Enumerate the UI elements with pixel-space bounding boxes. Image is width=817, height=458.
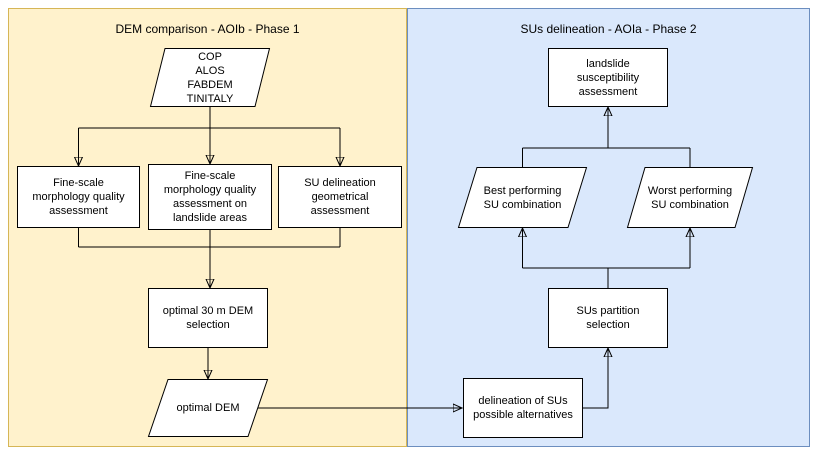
node-label: landslide susceptibility assessment	[576, 57, 640, 98]
panel-phase2-title: SUs delineation - AOIa - Phase 2	[520, 22, 697, 36]
node-label: Fine-scale morphology quality assessment	[32, 177, 125, 217]
node-label: SUs partition selection	[576, 305, 640, 331]
node-label: optimal DEM	[176, 402, 240, 414]
node-su-geometrical: SU delineation geometrical assessment	[278, 166, 402, 228]
node-fine-scale-quality: Fine-scale morphology quality assessment	[17, 166, 140, 228]
node-fine-scale-landslide: Fine-scale morphology quality assessment…	[148, 164, 272, 230]
node-optimal-30m: optimal 30 m DEM selection	[148, 288, 268, 348]
node-label: SU delineation geometrical assessment	[304, 177, 376, 217]
parallelogram-shape	[149, 48, 271, 107]
node-optimal-dem: optimal DEM	[147, 379, 269, 437]
parallelogram-shape	[147, 379, 269, 437]
node-label: COP ALOS FABDEM TINITALY	[186, 50, 234, 105]
node-label: delineation of SUs possible alternatives	[473, 395, 573, 421]
node-label: Best performing SU combination	[483, 184, 562, 211]
node-label: Worst performing SU combination	[647, 184, 733, 211]
node-label: optimal 30 m DEM selection	[162, 305, 254, 331]
node-best-su-combination: Best performing SU combination	[457, 167, 588, 228]
node-label: Fine-scale morphology quality assessment…	[163, 170, 257, 224]
node-delineation-sus: delineation of SUs possible alternatives	[463, 378, 583, 438]
node-landslide-susceptibility: landslide susceptibility assessment	[548, 48, 668, 107]
parallelogram-shape	[457, 167, 588, 228]
parallelogram-shape	[626, 167, 754, 228]
node-sus-partition: SUs partition selection	[548, 288, 668, 348]
panel-phase1-title: DEM comparison - AOIb - Phase 1	[115, 22, 300, 36]
node-dem-sources: COP ALOS FABDEM TINITALY	[149, 48, 271, 107]
node-worst-su-combination: Worst performing SU combination	[626, 167, 754, 228]
